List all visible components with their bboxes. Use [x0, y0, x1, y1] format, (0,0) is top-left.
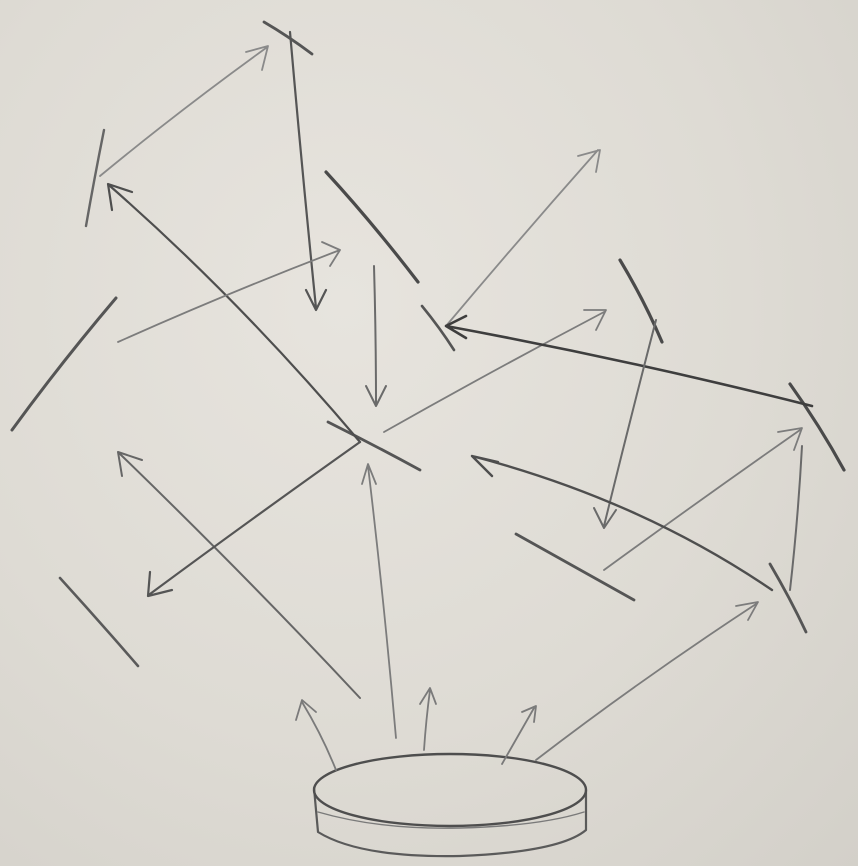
ray-arrow	[536, 602, 758, 760]
reflector-line	[770, 564, 806, 632]
emission-arrow	[502, 706, 536, 764]
ray-arrow	[362, 464, 396, 738]
reflector-line	[328, 422, 420, 470]
emission-arrow	[296, 700, 336, 770]
bounce-arrows	[100, 32, 812, 596]
bounce-arrow	[384, 310, 606, 432]
reflector-line	[516, 534, 634, 600]
source-disc	[314, 754, 586, 856]
bounce-arrow	[290, 32, 326, 310]
disc-side-shape	[314, 788, 586, 856]
bounce-arrow	[790, 446, 802, 590]
bounce-arrow	[594, 320, 656, 528]
reflector-line	[790, 384, 844, 470]
bounce-arrow	[108, 184, 360, 442]
reflector-line	[264, 22, 312, 54]
source-rays	[118, 452, 758, 760]
emission-arrows	[296, 688, 536, 770]
bounce-arrow	[446, 150, 600, 326]
reflector-line	[326, 172, 418, 282]
reflector-line	[86, 130, 104, 226]
bounce-arrow	[100, 46, 268, 176]
bounce-arrow	[446, 316, 812, 406]
bounce-arrow	[366, 266, 386, 406]
reflector-line	[60, 578, 138, 666]
emission-arrow	[420, 688, 436, 750]
disc-top-shape	[314, 754, 586, 826]
reflector-segments	[12, 22, 844, 666]
bounce-arrow	[148, 442, 360, 596]
bounce-arrow	[472, 456, 772, 590]
ray-arrow	[118, 452, 360, 698]
reflector-line	[620, 260, 662, 342]
reflector-line	[12, 298, 116, 430]
